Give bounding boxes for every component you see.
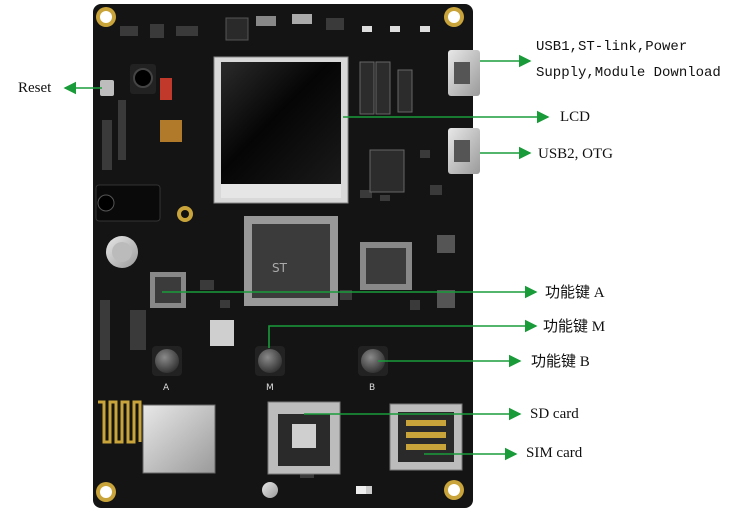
button-a-silkscreen: A	[163, 383, 170, 393]
camera-module	[130, 64, 172, 100]
label-usb2: USB2, OTG	[538, 146, 614, 162]
sd-card-slot	[267, 401, 341, 475]
label-key-a: 功能键 A	[545, 285, 605, 301]
battery	[106, 236, 138, 268]
label-key-m: 功能键 M	[543, 319, 606, 335]
button-b-silkscreen: B	[369, 383, 375, 393]
usb2-port	[448, 128, 480, 174]
button-m-silkscreen: M	[266, 383, 274, 393]
reset-button[interactable]	[100, 80, 114, 96]
jumpers	[359, 61, 413, 193]
mounting-holes	[96, 7, 464, 502]
label-key-b: 功能键 B	[531, 354, 590, 370]
lcd-screen	[213, 56, 349, 204]
audio-jack	[95, 184, 161, 222]
mcu-chip: ST	[244, 216, 338, 306]
button-a[interactable]: A	[152, 346, 182, 393]
button-b[interactable]: B	[358, 346, 388, 393]
button-m[interactable]: M	[255, 346, 285, 393]
antenna-trace	[98, 400, 142, 444]
wifi-module	[142, 404, 216, 474]
callout-arrows	[63, 54, 550, 461]
label-sim-card: SIM card	[526, 445, 583, 461]
stlink-chip	[360, 242, 412, 290]
mic	[262, 482, 278, 498]
small-chip	[150, 272, 186, 308]
usb1-port	[448, 50, 480, 96]
arrow-key-m	[268, 319, 538, 348]
label-lcd: LCD	[560, 109, 590, 125]
label-reset: Reset	[18, 80, 52, 96]
rgb-led	[356, 486, 366, 494]
label-usb1-line2: Supply,Module Download	[536, 65, 721, 81]
label-sd-card: SD card	[530, 406, 579, 422]
label-usb1-line1: USB1,ST-link,Power	[536, 39, 688, 55]
svg-text:ST: ST	[272, 261, 288, 275]
